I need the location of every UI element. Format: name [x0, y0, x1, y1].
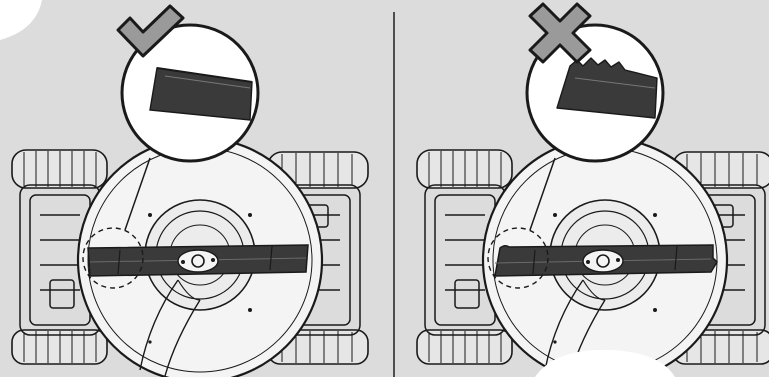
panel-incorrect [417, 4, 769, 377]
blade-bolt [583, 250, 623, 272]
blade-bolt [178, 250, 218, 272]
panel-correct [12, 6, 368, 377]
corner-tab [0, 0, 42, 40]
